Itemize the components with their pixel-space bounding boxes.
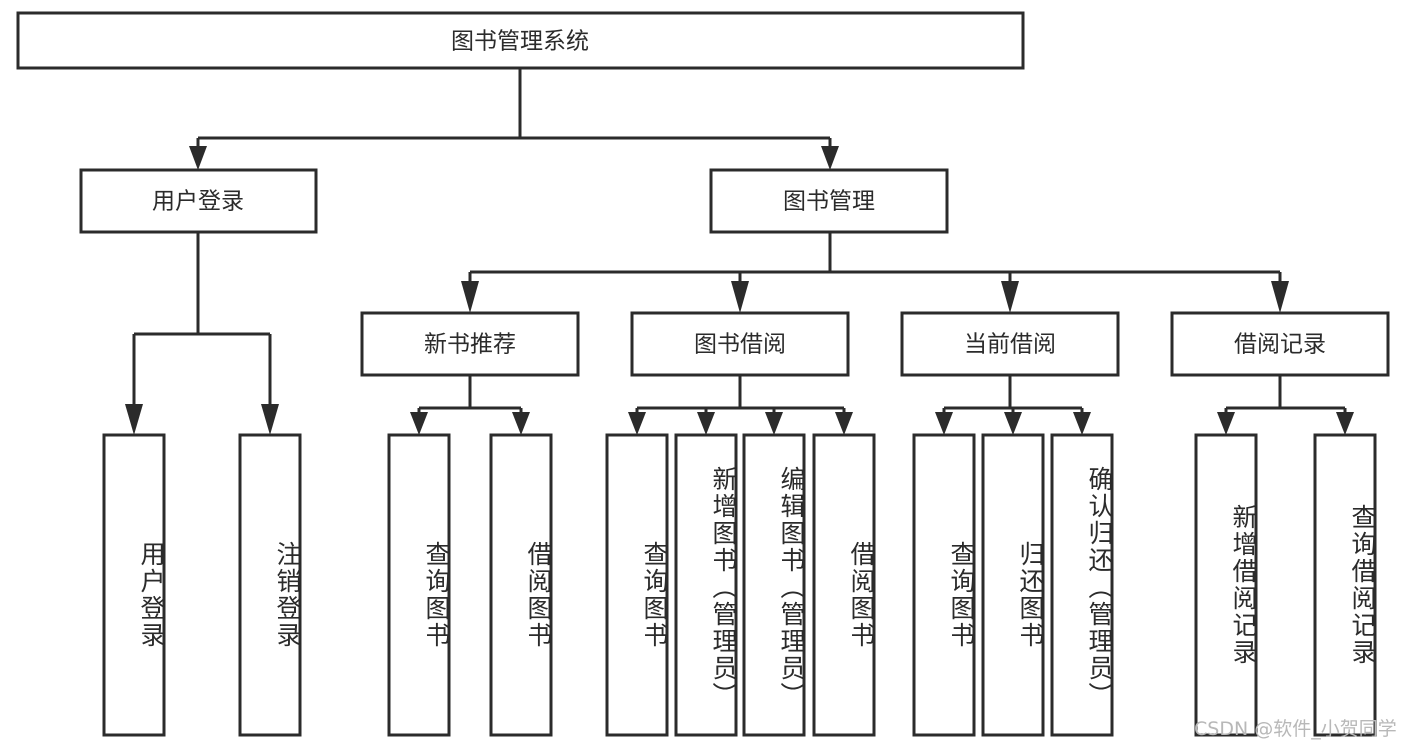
node-label-root: 图书管理系统 [451,29,589,55]
node-label-book-borrow: 图书借阅 [694,332,786,358]
arrow-head-leaf-query-book-3 [935,412,953,435]
node-box-book-management[interactable] [709,168,949,234]
node-box-borrow-record[interactable] [1170,311,1390,377]
node-box-new-book-recommend[interactable] [360,311,580,377]
node-box-leaf-add-book[interactable] [674,433,738,737]
arrow-head-newbook [461,281,479,313]
node-box-leaf-query-book-3[interactable] [912,433,976,737]
node-box-user-login[interactable] [79,168,318,234]
arrow-head-leaf-borrow-book-2 [835,412,853,435]
arrow-head-leaf-query-record [1336,412,1354,435]
node-box-leaf-borrow-book-2[interactable] [812,433,876,737]
node-box-leaf-user-login[interactable] [102,433,166,737]
node-label-new-book-recommend: 新书推荐 [424,332,516,358]
node-box-leaf-return-book[interactable] [981,433,1045,737]
node-box-current-borrow[interactable] [900,311,1120,377]
node-box-leaf-query-record[interactable] [1313,433,1377,737]
node-box-leaf-confirm-return[interactable] [1050,433,1114,737]
node-box-leaf-query-book-2[interactable] [605,433,669,737]
node-box-leaf-query-book-1[interactable] [387,433,451,737]
node-label-current-borrow: 当前借阅 [964,332,1056,358]
node-box-leaf-borrow-book-1[interactable] [489,433,553,737]
node-box-root[interactable] [16,11,1025,70]
arrow-head-borrowrecord [1271,281,1289,313]
arrow-head-userlogin [189,146,207,170]
arrow-head-bookmgmt [821,146,839,170]
arrow-head-leaf-borrow-book-1 [512,412,530,435]
node-label-borrow-record: 借阅记录 [1234,332,1326,358]
arrow-head-leaf-add-book [697,412,715,435]
arrow-head-leaf-add-record [1217,412,1235,435]
node-label-book-management: 图书管理 [783,189,875,215]
arrow-head-leaf-query-book-1 [410,412,428,435]
arrow-head-leaf-query-book-2 [628,412,646,435]
arrow-head-leaf-edit-book [765,412,783,435]
arrow-head-leaf-return-book [1004,412,1022,435]
node-box-leaf-logout[interactable] [238,433,302,737]
watermark-text: CSDN @软件_小贺同学 [1194,718,1397,740]
node-box-leaf-edit-book[interactable] [742,433,806,737]
node-layer: 图书管理系统 用户登录 图书管理 新书推荐 图书借阅 当前借阅 借阅记录 [16,11,1390,737]
node-box-book-borrow[interactable] [630,311,850,377]
arrow-head-leaf-confirm-return [1073,412,1091,435]
arrow-head-bookborrow [731,281,749,313]
arrow-head-currentborrow [1001,281,1019,313]
arrow-head-leaf-logout [261,404,279,435]
arrow-head-leaf-user-login [125,404,143,435]
connector-layer [125,68,1354,435]
node-label-user-login: 用户登录 [152,189,244,215]
node-box-leaf-add-record[interactable] [1194,433,1258,737]
